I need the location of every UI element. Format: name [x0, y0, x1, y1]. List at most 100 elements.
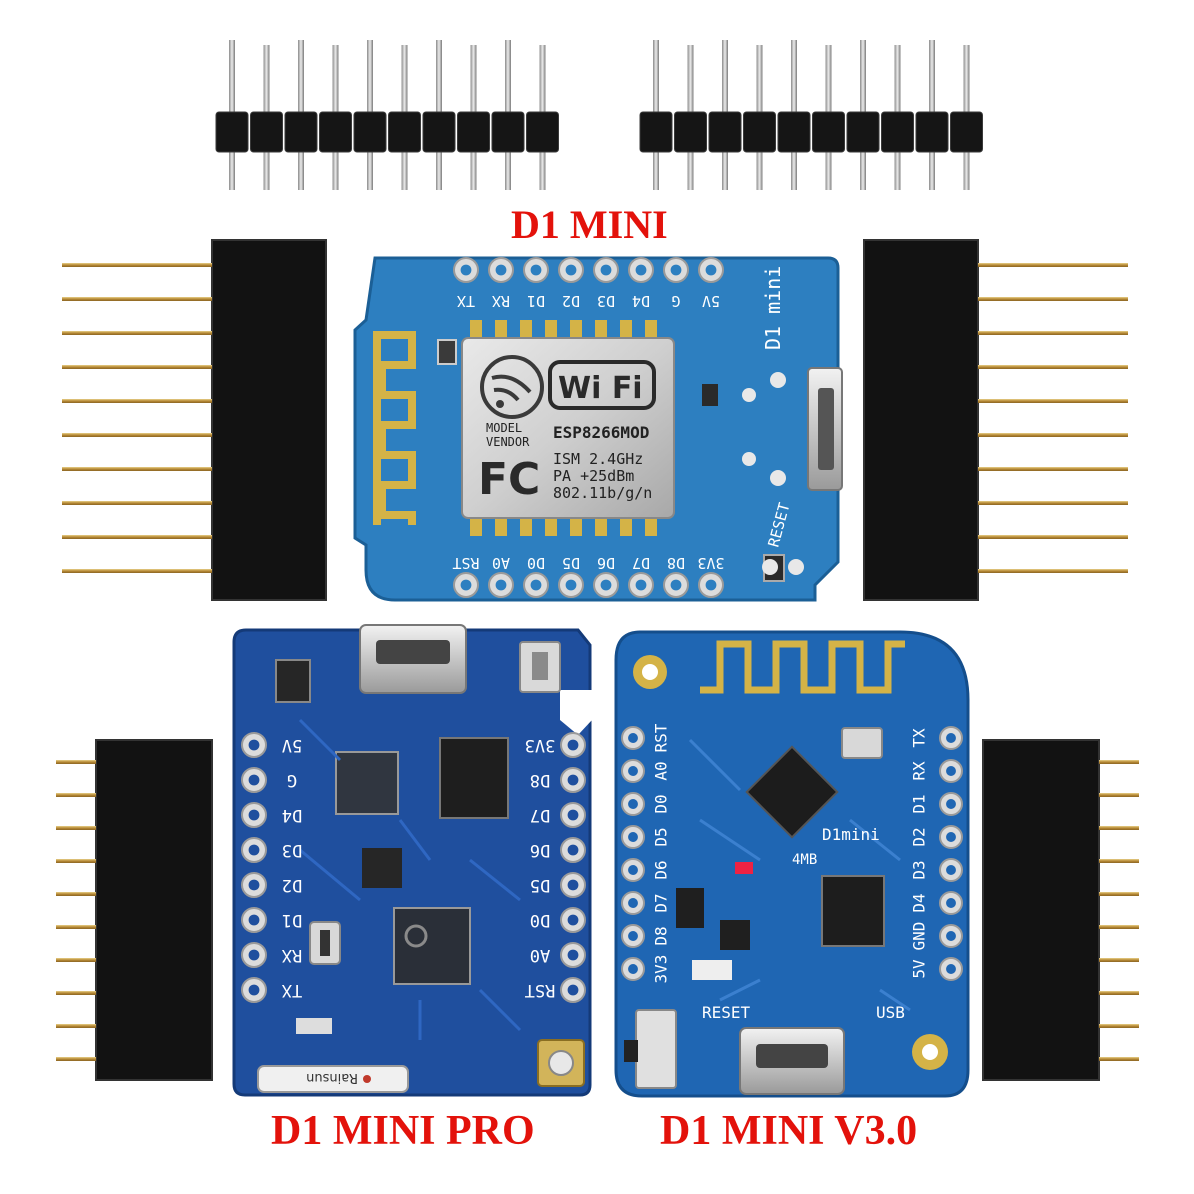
caption-d1-mini-v3: D1 MINI V3.0 [660, 1108, 918, 1154]
module-castellation [620, 320, 632, 338]
module-castellation [620, 518, 632, 536]
pin-hole [628, 832, 638, 842]
header-pin [1099, 760, 1139, 764]
header-pin [1099, 991, 1139, 995]
pin-hole [495, 579, 507, 591]
female-header-v3 [982, 739, 1139, 1081]
reset-button [635, 1009, 677, 1089]
pin-label: D4 [910, 893, 929, 912]
pin-label: TX [457, 292, 475, 310]
header-pin [1099, 859, 1139, 863]
pin-hole [670, 579, 682, 591]
pin-hole [248, 774, 260, 786]
caption-d1-mini-pro: D1 MINI PRO [271, 1108, 535, 1154]
header-pin [1099, 793, 1139, 797]
pin-hole [600, 579, 612, 591]
pin-hole [565, 264, 577, 276]
flash-size-label: 4MB [792, 852, 817, 868]
pin-hole [946, 832, 956, 842]
d1-mini-board: Wi Fi MODEL VENDOR ESP8266MOD FC ISM 2.4… [353, 256, 843, 602]
header-pin [978, 535, 1128, 539]
pin-hole [567, 739, 579, 751]
header-pin [978, 467, 1128, 471]
header-pin [978, 365, 1128, 369]
header-body [674, 111, 707, 153]
header-pin [56, 1057, 96, 1061]
pin-hole [248, 844, 260, 856]
pin-hole [628, 898, 638, 908]
header-pin [62, 433, 212, 437]
header-pin [62, 365, 212, 369]
pin-label: D8 [667, 554, 685, 572]
header-body [388, 111, 421, 153]
board-name-label: D1mini [822, 825, 880, 844]
pin-hole [567, 774, 579, 786]
header-pin [62, 467, 212, 471]
module-castellation [570, 518, 582, 536]
pin-label: D1 [282, 910, 302, 930]
header-body [353, 111, 387, 153]
module-castellation [545, 518, 557, 536]
header-pin [978, 433, 1128, 437]
pin-label: RST [652, 723, 671, 752]
header-body [211, 239, 327, 601]
pin-label: D3 [282, 840, 302, 860]
esp8266-module [461, 337, 675, 519]
module-model-label: MODEL [486, 421, 522, 435]
pin-label: D6 [652, 860, 671, 879]
usb-label: USB [876, 1003, 905, 1022]
header-body [982, 739, 1100, 1081]
header-pin [56, 826, 96, 830]
module-castellation [545, 320, 557, 338]
pin-hole [635, 264, 647, 276]
header-pin [56, 958, 96, 962]
pin-label: 5V [910, 959, 929, 979]
header-body [743, 111, 776, 153]
header-body [215, 111, 249, 153]
header-body [950, 111, 983, 153]
male-header-left [215, 40, 559, 190]
pin-hole [628, 931, 638, 941]
header-pin [56, 991, 96, 995]
header-body [881, 111, 914, 153]
pin-label: D2 [910, 827, 929, 846]
pin-label: RX [910, 761, 929, 781]
pin-label: D7 [652, 893, 671, 912]
espressif-logo [480, 355, 544, 419]
pin-hole [248, 879, 260, 891]
pin-hole [946, 733, 956, 743]
antenna-brand-label: Rainsun [306, 1070, 358, 1085]
header-pin [978, 399, 1128, 403]
header-pin [62, 297, 212, 301]
pin-hole [705, 264, 717, 276]
pin-hole [705, 579, 717, 591]
module-castellation [520, 320, 532, 338]
pin-label: D1 [910, 794, 929, 813]
pin-hole [628, 865, 638, 875]
pin-hole [567, 879, 579, 891]
female-header-pro [56, 739, 213, 1081]
pin-label: D3 [597, 292, 615, 310]
pin-label: GND [910, 922, 929, 951]
pin-hole [567, 914, 579, 926]
pin-hole [567, 809, 579, 821]
pin-hole [530, 579, 542, 591]
header-pin [1099, 892, 1139, 896]
module-castellation [645, 320, 657, 338]
pin-label: A0 [530, 945, 550, 965]
module-pa-label: PA +25dBm [553, 467, 634, 485]
pin-label: D0 [652, 794, 671, 813]
pin-hole [565, 579, 577, 591]
pin-hole [670, 264, 682, 276]
pin-hole [248, 984, 260, 996]
pin-hole [600, 264, 612, 276]
module-castellation [470, 518, 482, 536]
header-pin [1099, 925, 1139, 929]
header-pin [62, 501, 212, 505]
header-pin [1099, 958, 1139, 962]
flash-chip [821, 875, 885, 947]
pin-label: 3V3 [652, 955, 671, 984]
pin-hole [628, 799, 638, 809]
